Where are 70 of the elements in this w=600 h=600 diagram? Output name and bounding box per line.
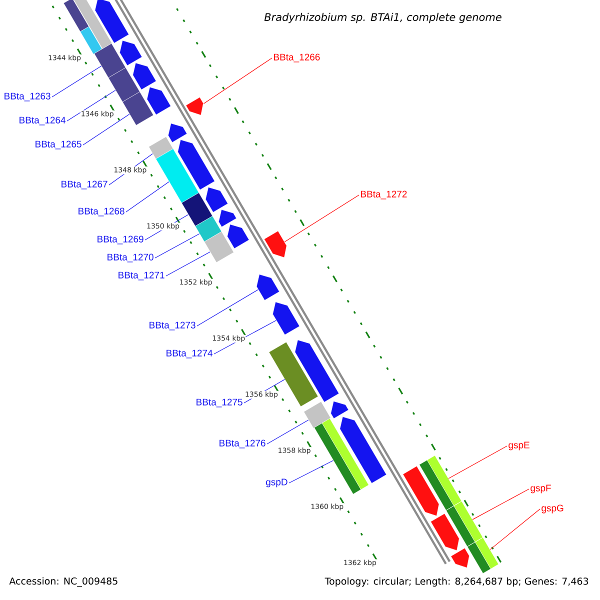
gene-box [446,501,483,547]
gene-pentagon [205,187,228,212]
title: Bradyrhizobium sp. BTAi1, complete genome [264,12,502,24]
gene-pentagon [178,140,215,190]
gene-pentagon [168,123,188,142]
gene-label: gspD [266,478,288,488]
gene-label: gspF [530,484,551,494]
leader-line [203,58,272,104]
leader-line [154,233,200,258]
gene-box [419,455,462,510]
gene-pentagon [272,302,300,335]
gene-box [94,43,126,78]
gene-box [156,148,200,204]
gene-box [63,0,90,32]
gene-pentagon [330,401,349,419]
gene-label: BBta_1265 [36,140,82,150]
gene-pentagon [450,548,470,568]
gene-pentagon [218,210,237,228]
gene-box [204,231,234,263]
gene-label: BBta_1272 [361,190,407,200]
gene-box [195,216,222,242]
gene-label: BBta_1267 [62,180,108,190]
gene-pentagon [132,62,156,90]
leader-line [448,446,508,479]
gene-label: BBta_1263 [4,92,50,102]
leader-line [490,508,540,550]
gene-pentagon [186,97,204,116]
gene-box [467,537,499,574]
summary-text: Topology: circular; Length: 8,264,687 bp; Genes: 7,463 [324,577,588,587]
gene-box [181,192,213,226]
accession-text: Accession: NC_009485 [9,577,118,587]
gene-label: BBta_1266 [274,54,320,62]
leader-line [166,252,210,276]
gene-box [122,92,154,126]
gene-pentagon [94,0,129,44]
gene-label: BBta_1264 [20,116,66,126]
gene-box [314,418,369,494]
leader-line [472,488,530,520]
gene-pentagon [402,466,440,516]
gene-pentagon [294,340,340,402]
gene-pentagon [256,274,280,300]
gene-box [72,0,112,49]
leader-line [266,420,309,444]
gene-box [148,136,174,160]
gene-pentagon [120,40,142,66]
leader-line [126,181,170,212]
gene-label: BBta_1273 [150,322,196,330]
gene-label: BBta_1276 [220,440,266,448]
leader-line [52,66,102,98]
gene-box [80,26,102,54]
gene-box [108,68,140,102]
gene-label: BBta_1268 [78,208,124,216]
gene-pentagon [264,230,287,258]
gene-pentagon [340,416,387,484]
leader-line [196,289,258,326]
gene-pentagon [146,86,171,115]
leader-line [82,114,130,146]
gene-box [304,401,331,428]
gene-label: gspE [508,442,530,450]
gene-label: BBta_1271 [118,272,164,280]
gene-pentagon [227,224,250,249]
gene-pentagon [430,513,460,551]
gene-label: gspG [542,504,564,514]
gene-label: BBta_1274 [166,350,213,358]
gene-label: BBta_1269 [98,236,144,244]
leader-line [66,90,116,122]
leader-line [284,194,360,242]
leader-line [288,460,334,484]
gene-label: BBta_1275 [196,398,242,408]
gene-label: BBta_1270 [108,254,154,262]
